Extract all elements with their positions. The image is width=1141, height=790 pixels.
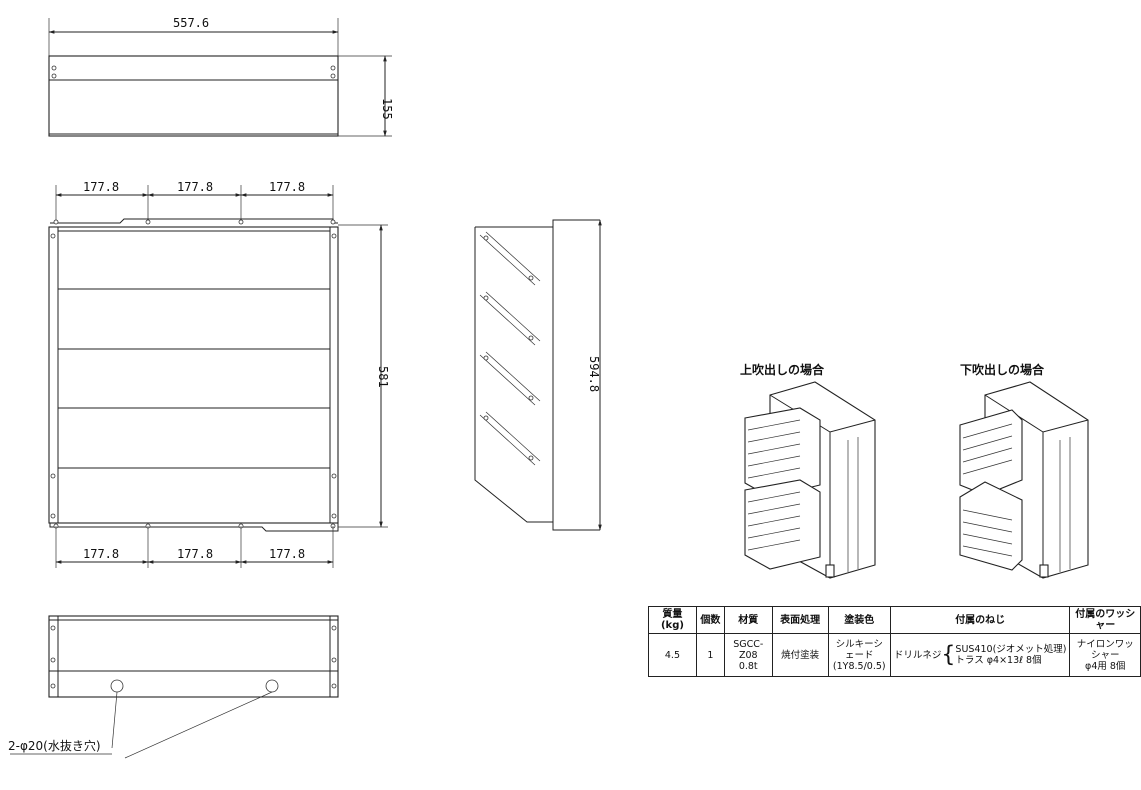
caption-upper-outlet: 上吹出しの場合 bbox=[740, 362, 825, 377]
cell-material: SGCC-Z08 0.8t bbox=[723, 633, 773, 677]
header-surface: 表面処理 bbox=[771, 606, 829, 634]
outdoor-unit-lower-outlet-illustration bbox=[959, 381, 1089, 579]
screw-type: ドリルネジ bbox=[893, 649, 942, 661]
header-screws: 付属のねじ bbox=[889, 606, 1071, 634]
washer-line-1: ナイロンワッシャー bbox=[1076, 638, 1134, 661]
front-height-dim: 581 bbox=[376, 366, 390, 388]
outdoor-unit-upper-outlet-illustration bbox=[744, 381, 876, 579]
cell-mass: 4.5 bbox=[648, 633, 697, 677]
material-line-1: SGCC-Z08 bbox=[733, 638, 764, 661]
caption-lower-outlet: 下吹出しの場合 bbox=[960, 362, 1045, 377]
pitch-top-2: 177.8 bbox=[177, 180, 213, 194]
header-material: 材質 bbox=[723, 606, 773, 634]
spec-table: 質量(kg) 個数 材質 表面処理 塗装色 付属のねじ 付属のワッシャー 4.5… bbox=[648, 606, 1141, 677]
drain-hole-note: 2-φ20(水抜き穴) bbox=[8, 738, 101, 753]
top-view: 557.6 155 bbox=[48, 16, 394, 137]
cell-surface: 焼付塗装 bbox=[771, 633, 829, 677]
color-line-2: (1Y8.5/0.5) bbox=[832, 660, 886, 672]
screw-line-2: トラス φ4×13ℓ 8個 bbox=[955, 655, 1042, 666]
header-washers: 付属のワッシャー bbox=[1069, 606, 1141, 634]
cell-washers: ナイロンワッシャー φ4用 8個 bbox=[1069, 633, 1141, 677]
pitch-top-3: 177.8 bbox=[269, 180, 305, 194]
screw-line-1: SUS410(ジオメット処理) bbox=[955, 644, 1067, 655]
header-mass: 質量(kg) bbox=[648, 606, 697, 634]
washer-line-2: φ4用 8個 bbox=[1085, 660, 1126, 672]
pitch-bottom-1: 177.8 bbox=[83, 547, 119, 561]
header-color: 塗装色 bbox=[827, 606, 891, 634]
install-illustrations: 上吹出しの場合 下吹出しの場合 bbox=[740, 362, 1089, 579]
cell-screws: ドリルネジ{ SUS410(ジオメット処理) トラス φ4×13ℓ 8個 bbox=[889, 633, 1071, 677]
spec-header-row: 質量(kg) 個数 材質 表面処理 塗装色 付属のねじ 付属のワッシャー bbox=[648, 606, 1141, 634]
spec-data-row: 4.5 1 SGCC-Z08 0.8t 焼付塗装 シルキーシェード (1Y8.5… bbox=[648, 633, 1141, 677]
header-count: 個数 bbox=[695, 606, 725, 634]
side-height-dim: 594.8 bbox=[587, 356, 601, 392]
front-view: 177.8 177.8 177.8 177.8 177.8 177.8 bbox=[48, 180, 390, 568]
screw-spec: SUS410(ジオメット処理) トラス φ4×13ℓ 8個 bbox=[955, 644, 1066, 666]
color-line-1: シルキーシェード bbox=[835, 638, 883, 661]
brace-glyph: { bbox=[941, 642, 956, 668]
side-view: 594.8 bbox=[474, 219, 602, 531]
pitch-top-1: 177.8 bbox=[83, 180, 119, 194]
pitch-bottom-3: 177.8 bbox=[269, 547, 305, 561]
bottom-view: 2-φ20(水抜き穴) bbox=[8, 615, 339, 759]
cell-count: 1 bbox=[695, 633, 725, 677]
cell-color: シルキーシェード (1Y8.5/0.5) bbox=[827, 633, 891, 677]
pitch-bottom-2: 177.8 bbox=[177, 547, 213, 561]
top-height-dim: 155 bbox=[380, 98, 394, 120]
top-width-dim: 557.6 bbox=[173, 16, 209, 30]
material-line-2: 0.8t bbox=[738, 660, 758, 672]
